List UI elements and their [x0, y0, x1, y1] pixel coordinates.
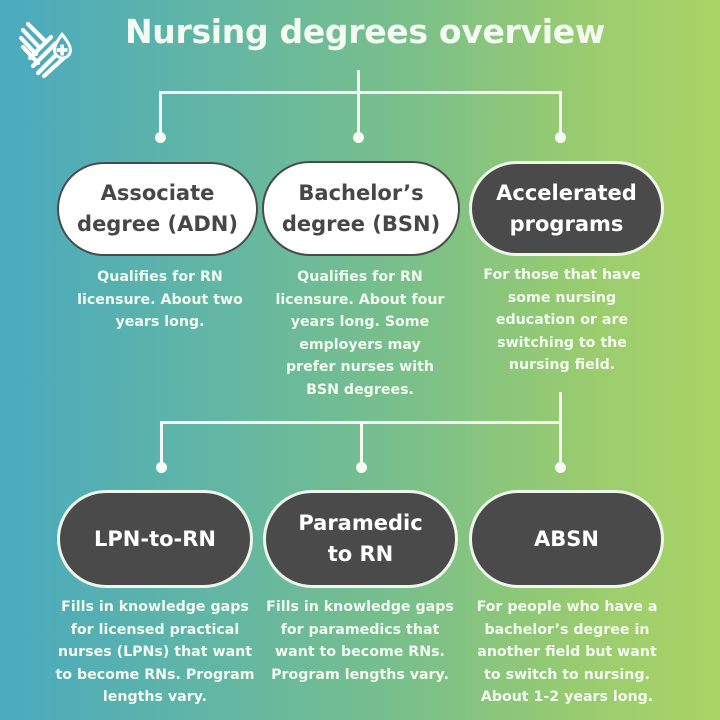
hands-heart-medical-drop-icon: [18, 18, 80, 80]
description-lpn-to-rn: Fills in knowledge gaps for licensed pra…: [55, 599, 255, 705]
description-paramedic-to-rn: Fills in knowledge gaps for paramedics t…: [266, 599, 454, 683]
page-title: Nursing degrees overview: [124, 12, 606, 51]
description-bachelors-degree: Qualifies for RN licensure. About four y…: [275, 269, 445, 398]
description-absn: For people who have a bachelor’s degree …: [476, 599, 658, 705]
pill-absn: ABSN: [469, 490, 664, 588]
description-associate-degree: Qualifies for RN licensure. About two ye…: [77, 269, 243, 330]
description-accelerated-programs: For those that have some nursing educati…: [483, 267, 641, 373]
pill-lpn-to-rn: LPN-to-RN: [57, 490, 253, 588]
